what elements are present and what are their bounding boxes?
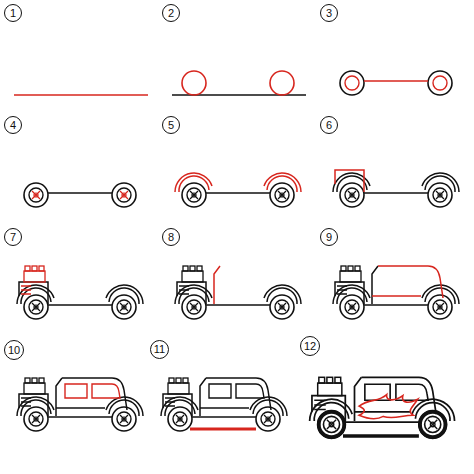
step-number: 7	[4, 228, 22, 246]
step-number-text: 8	[168, 232, 174, 243]
drawing-step	[310, 377, 455, 438]
step-number: 9	[320, 228, 338, 246]
step-number: 12	[300, 336, 320, 356]
step-number-text: 7	[10, 232, 16, 243]
drawing-step	[333, 266, 459, 319]
step-number: 8	[162, 228, 180, 246]
drawing-step	[175, 173, 301, 207]
step-number-text: 12	[304, 341, 316, 352]
step-number: 5	[162, 116, 180, 134]
step-number-text: 1	[10, 8, 16, 19]
step-number-text: 10	[8, 345, 20, 356]
step-number-text: 11	[154, 344, 165, 355]
step-number-text: 9	[326, 232, 332, 243]
drawing-step	[17, 266, 143, 319]
step-number: 2	[162, 4, 180, 22]
drawing-step	[172, 71, 306, 95]
drawing-step	[161, 378, 287, 431]
step-number: 11	[150, 340, 169, 359]
step-number-text: 6	[326, 120, 332, 131]
step-number: 10	[4, 340, 24, 360]
step-number: 3	[320, 4, 338, 22]
drawing-step	[340, 71, 452, 95]
drawing-step	[14, 95, 148, 96]
step-number-text: 5	[168, 120, 174, 131]
step-number: 4	[4, 116, 22, 134]
step-number: 1	[4, 4, 22, 22]
drawing-step	[175, 266, 301, 319]
step-number: 6	[320, 116, 338, 134]
drawing-step	[333, 170, 459, 207]
step-number-text: 2	[168, 8, 174, 19]
drawing-step	[17, 378, 143, 431]
drawing-step	[24, 183, 136, 207]
step-number-text: 4	[10, 120, 16, 131]
step-number-text: 3	[326, 8, 332, 19]
